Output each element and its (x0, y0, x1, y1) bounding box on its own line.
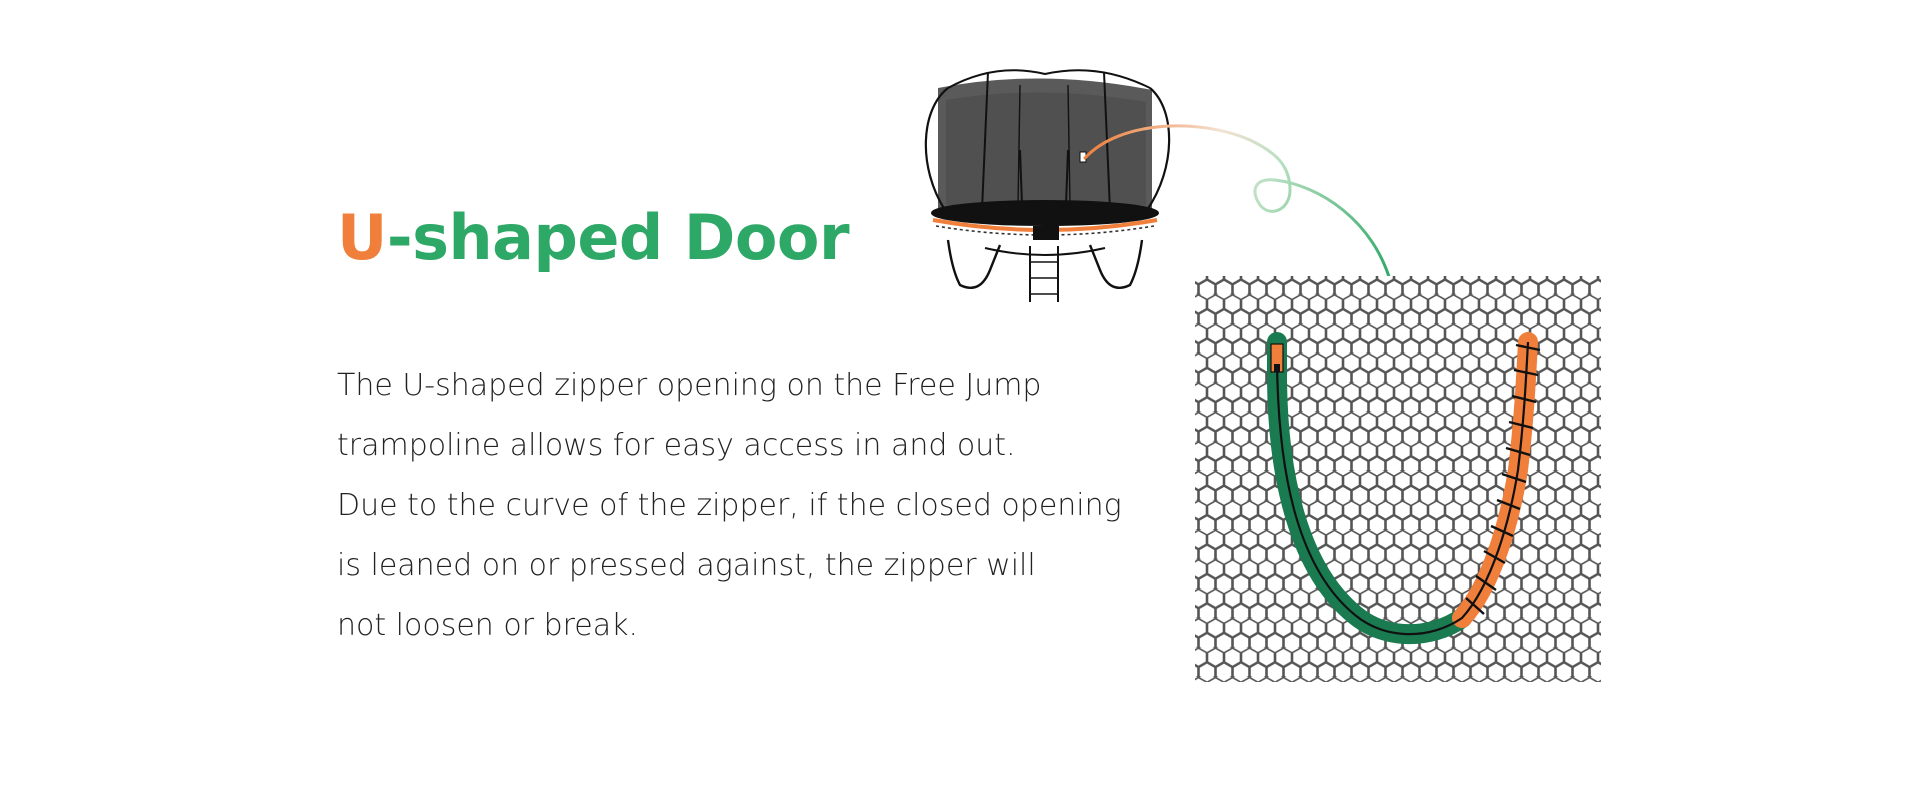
net-closeup-icon (1195, 276, 1601, 682)
description-line-1: The U-shaped zipper opening on the Free … (337, 368, 1042, 403)
description-line-4: is leaned on or pressed against, the zip… (337, 548, 1036, 583)
description-line-3: Due to the curve of the zipper, if the c… (337, 488, 1122, 523)
callout-line (1083, 124, 1394, 289)
page-title: U-shaped Door (337, 196, 850, 280)
trampoline-icon (924, 69, 1171, 302)
description-line-5: not loosen or break. (337, 608, 639, 643)
title-rest: -shaped Door (386, 201, 850, 274)
description-line-2: trampoline allows for easy access in and… (337, 428, 1016, 463)
description: The U-shaped zipper opening on the Free … (337, 356, 1122, 656)
title-accent-letter: U (337, 201, 387, 274)
